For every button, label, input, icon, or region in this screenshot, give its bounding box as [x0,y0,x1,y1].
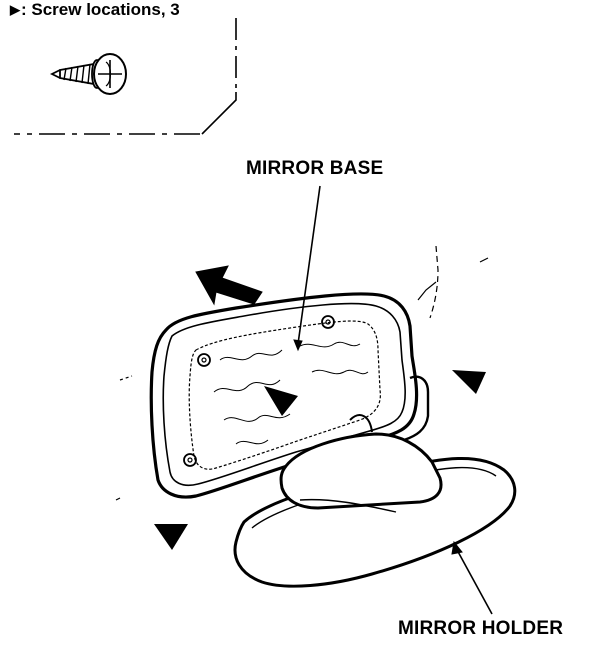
removal-direction-arrow [195,265,263,306]
screw-marker-1 [264,386,298,416]
legend-text: : Screw locations, 3 [21,0,180,19]
legend-box [14,18,237,135]
leader-mirror-base [297,185,321,345]
leader-mirror-holder [455,547,493,615]
legend: ▶: Screw locations, 3 [10,0,180,20]
leader-lines [293,185,493,615]
door-edge [115,245,489,501]
mirror-base-label: MIRROR BASE [246,158,384,179]
mirror-mount [279,414,443,513]
screw-location-markers [154,370,486,550]
mirror-holder-label: MIRROR HOLDER [398,618,564,639]
screw-icon [49,53,127,95]
screw-marker-3 [154,524,188,550]
screw-marker-icon: ▶ [10,2,20,17]
screw-marker-2 [452,370,486,394]
mirror-base [149,292,430,499]
